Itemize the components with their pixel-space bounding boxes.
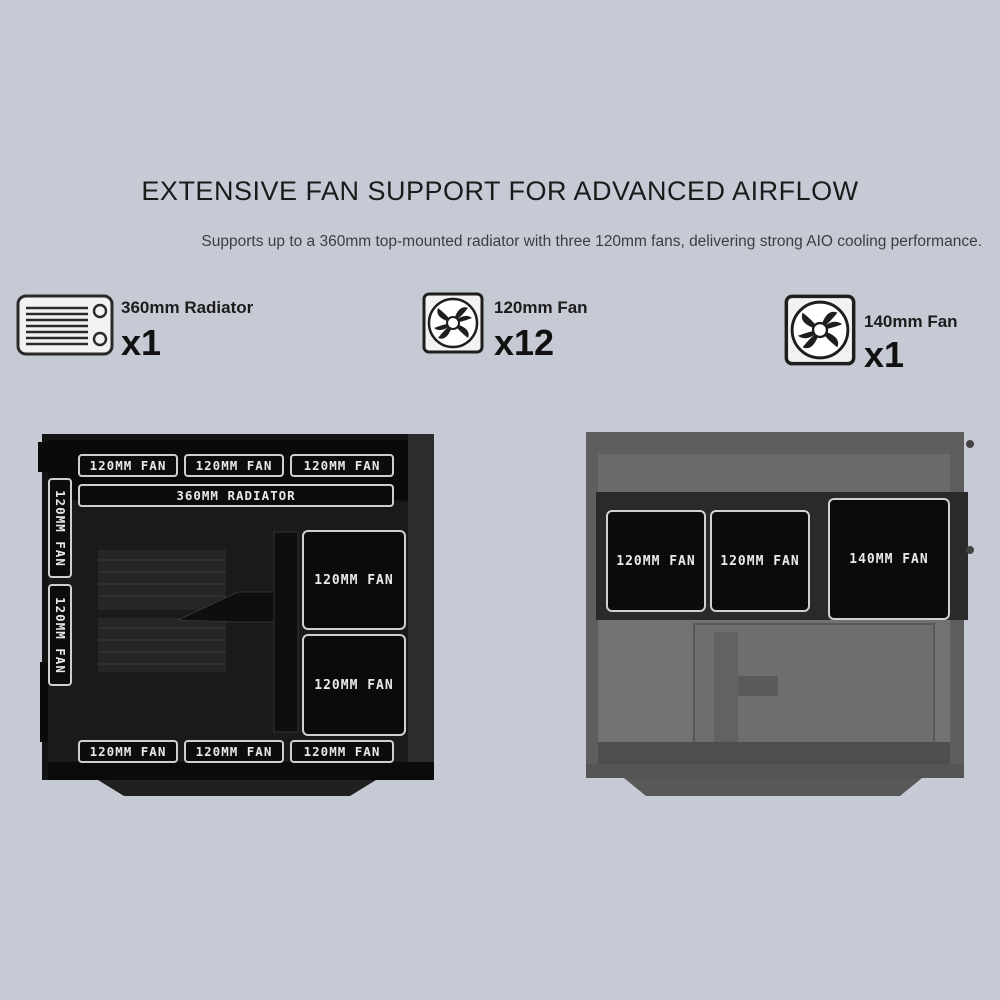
spec-label: 360mm Radiator — [121, 298, 254, 317]
radiator-icon — [16, 294, 114, 361]
spec-140mm-fan: 140mm Fan x1 — [784, 294, 984, 375]
spec-count: x1 — [864, 334, 905, 375]
spec-label: 120mm Fan — [494, 298, 588, 317]
bottom-fan-tag: 120MM FAN — [78, 740, 178, 763]
mid-fan-tag: 120MM FAN — [302, 634, 406, 736]
fan-icon — [784, 294, 856, 371]
case-black-diagram: 120MM FAN 120MM FAN 120MM FAN 360MM RADI… — [38, 432, 436, 800]
mid-fan-tag: 120MM FAN — [302, 530, 406, 630]
side-fan-tag: 120MM FAN — [48, 478, 72, 578]
spec-120mm-fan: 120mm Fan x12 — [422, 292, 642, 363]
spec-label: 140mm Fan — [864, 312, 958, 331]
spec-radiator: 360mm Radiator x1 — [16, 292, 296, 363]
spec-count: x12 — [494, 322, 555, 363]
case-gray-diagram: 120MM FAN 120MM FAN 140MM FAN — [584, 432, 974, 802]
bottom-fan-tag: 120MM FAN — [184, 740, 284, 763]
side-fan-label: 120MM FAN — [52, 596, 68, 674]
side-fan-tag: 120MM FAN — [48, 584, 72, 686]
top-fan-tag: 120MM FAN — [290, 454, 394, 477]
top-fan-tag: 120MM FAN — [184, 454, 284, 477]
side-fan-label: 120MM FAN — [52, 489, 68, 567]
spec-count: x1 — [121, 322, 162, 363]
fan-tag-120-2: 120MM FAN — [710, 510, 810, 612]
page-title: EXTENSIVE FAN SUPPORT FOR ADVANCED AIRFL… — [141, 176, 859, 206]
radiator-tag: 360MM RADIATOR — [78, 484, 394, 507]
fan-tag-140: 140MM FAN — [828, 498, 950, 620]
top-fan-tag: 120MM FAN — [78, 454, 178, 477]
fan-tag-120-1: 120MM FAN — [606, 510, 706, 612]
bottom-fan-tag: 120MM FAN — [290, 740, 394, 763]
fan-icon — [422, 292, 484, 359]
page-subtitle: Supports up to a 360mm top-mounted radia… — [201, 233, 982, 250]
